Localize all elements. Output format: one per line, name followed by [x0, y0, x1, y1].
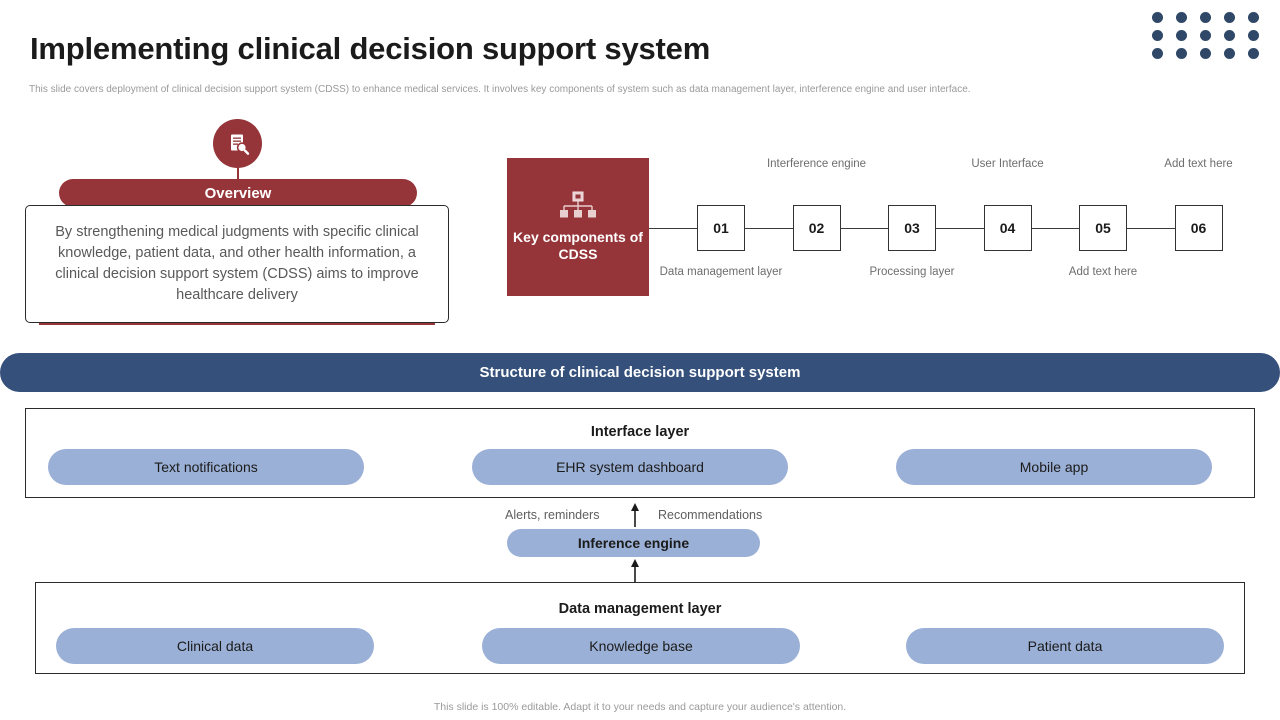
step-connector: [1127, 228, 1175, 229]
structure-banner: Structure of clinical decision support s…: [0, 353, 1280, 392]
interface-item-0[interactable]: Text notifications: [48, 449, 364, 485]
step-connector: [840, 228, 888, 229]
overview-banner: Overview: [59, 179, 417, 207]
inference-engine-pill[interactable]: Inference engine: [507, 529, 760, 557]
data-management-layer-box: Data management layer Clinical data Know…: [35, 582, 1245, 674]
key-components-box: Key components of CDSS: [507, 158, 649, 296]
page-title: Implementing clinical decision support s…: [30, 31, 711, 66]
dot: [1248, 30, 1259, 41]
step-connector: [745, 228, 793, 229]
dot: [1152, 30, 1163, 41]
step-label-06: Add text here: [1164, 158, 1233, 170]
interface-item-2[interactable]: Mobile app: [896, 449, 1212, 485]
step-label-01: Data management layer: [659, 266, 783, 278]
step-connector: [936, 228, 984, 229]
overview-card: By strengthening medical judgments with …: [25, 205, 449, 323]
arrow-up-icon-to-interface: [631, 503, 639, 527]
document-search-icon: [213, 119, 262, 168]
hierarchy-icon: [560, 191, 596, 218]
interface-item-1[interactable]: EHR system dashboard: [472, 449, 788, 485]
data-item-0[interactable]: Clinical data: [56, 628, 374, 664]
step-box-05[interactable]: 05: [1079, 205, 1127, 251]
dot: [1200, 48, 1211, 59]
page-subtitle: This slide covers deployment of clinical…: [29, 84, 971, 95]
dot: [1200, 30, 1211, 41]
data-layer-title: Data management layer: [558, 601, 722, 617]
step-label-04: User Interface: [971, 158, 1044, 170]
overview-body-text: By strengthening medical judgments with …: [55, 224, 419, 303]
dot: [1176, 30, 1187, 41]
dot: [1152, 48, 1163, 59]
overview-connector-stem: [237, 168, 239, 187]
dot: [1248, 48, 1259, 59]
footer-note: This slide is 100% editable. Adapt it to…: [433, 701, 847, 713]
dot: [1248, 12, 1259, 23]
data-item-1[interactable]: Knowledge base: [482, 628, 800, 664]
inference-right-label: Recommendations: [658, 508, 763, 522]
step-box-06[interactable]: 06: [1174, 205, 1223, 251]
dot-grid-decoration: [1152, 12, 1272, 66]
dot: [1176, 12, 1187, 23]
step-box-02[interactable]: 02: [792, 205, 841, 251]
data-item-2[interactable]: Patient data: [906, 628, 1224, 664]
inference-left-label: Alerts, reminders: [505, 508, 600, 522]
step-box-01[interactable]: 01: [697, 205, 745, 251]
key-components-connector: [649, 228, 699, 229]
step-connector: [1031, 228, 1079, 229]
step-label-03: Processing layer: [869, 266, 955, 278]
key-components-title: Key components of CDSS: [513, 229, 643, 262]
step-box-04[interactable]: 04: [983, 205, 1032, 251]
step-label-05: Add text here: [1068, 266, 1138, 278]
step-box-03[interactable]: 03: [888, 205, 936, 251]
interface-layer-title: Interface layer: [590, 424, 690, 440]
dot: [1152, 12, 1163, 23]
step-label-02: Interference engine: [766, 158, 867, 170]
dot: [1176, 48, 1187, 59]
dot: [1224, 48, 1235, 59]
interface-layer-box: Interface layer Text notifications EHR s…: [25, 408, 1255, 498]
dot: [1224, 30, 1235, 41]
dot: [1224, 12, 1235, 23]
dot: [1200, 12, 1211, 23]
arrow-up-icon-to-inference: [631, 559, 639, 583]
